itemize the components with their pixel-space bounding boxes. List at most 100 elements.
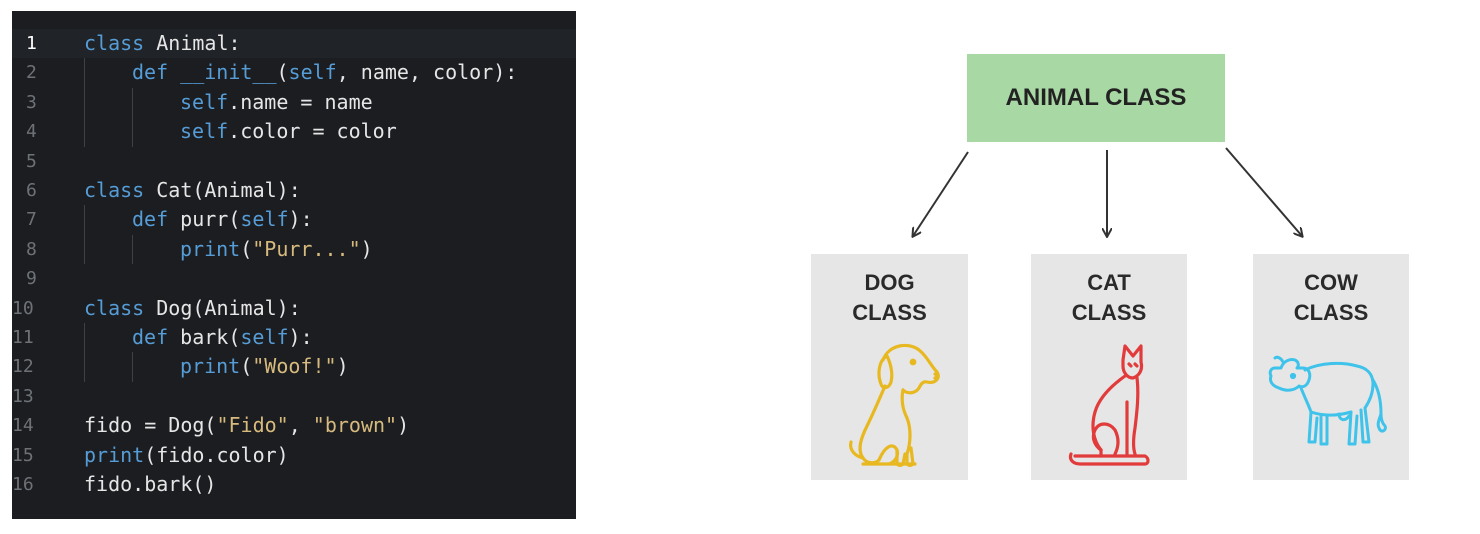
code-line: 8 print("Purr...") [12,234,576,265]
line-number: 12 [12,356,34,378]
indent-guide [132,352,133,382]
keyword-token: self [180,119,229,144]
line-number: 14 [12,415,34,437]
code-line: 15 print(fido.color) [12,441,576,470]
keyword-token: def [132,325,169,349]
code-token: Animal: [144,31,241,55]
indent-guide [84,205,85,235]
code-token: fido.bark() [84,472,217,496]
indent-guide [84,117,85,147]
code-token: Dog(Animal): [144,295,301,320]
dog-class-box: DOG CLASS [811,254,968,480]
keyword-token: print [180,236,241,261]
code-text: def __init__(self, name, color): [132,58,517,87]
keyword-token: self [180,89,229,114]
indent-guide [84,234,85,265]
code-text: class Cat(Animal): [84,176,301,205]
line-number: 8 [26,238,37,260]
cat-class-box: CAT CLASS [1031,254,1187,480]
code-token: Cat(Animal): [144,178,301,202]
indent-guide [132,234,133,265]
keyword-token: self [288,60,337,85]
arrow-to-cow [1225,147,1302,236]
string-token: "Woof!" [252,354,337,379]
code-token: ): [288,325,313,349]
code-token: , name, color): [336,60,518,85]
string-token: "Purr..." [252,236,361,261]
code-token: ( [240,354,253,379]
code-token: bark( [168,325,241,349]
code-line: 9 [12,264,576,293]
keyword-token: class [84,31,145,55]
code-token: .color = color [228,119,397,144]
arrow-to-dog [913,151,969,236]
indent-guide [84,352,85,382]
line-number: 11 [12,327,34,348]
line-number: 15 [12,444,34,466]
indent-guide [84,323,85,353]
code-text: self.color = color [180,117,397,146]
string-token: "brown" [312,413,398,438]
code-text: fido = Dog("Fido", "brown") [84,411,409,440]
cow-icon [1268,355,1387,446]
keyword-token: self [240,325,289,349]
code-text: print("Purr...") [180,235,373,264]
dog-class-label: DOG CLASS [852,270,927,325]
line-number: 9 [26,268,37,290]
code-token: ( [276,60,289,85]
code-line: 7 def purr(self): [12,205,576,235]
animal-class-box: ANIMAL CLASS [967,54,1225,142]
line-number: 6 [26,180,37,201]
line-number: 2 [26,62,37,84]
code-token: purr( [168,207,241,232]
cat-class-label: CAT CLASS [1071,270,1147,325]
code-text: class Dog(Animal): [84,294,301,323]
indent-guide [84,58,85,88]
code-token: (fido.color) [144,442,289,467]
code-text: def purr(self): [132,205,313,234]
code-token: ): [288,207,313,232]
line-number: 5 [26,150,37,172]
line-number: 16 [12,474,34,495]
dog-icon [849,343,940,467]
code-token: ) [397,413,410,438]
code-token: ( [240,236,253,261]
code-line: 5 [12,147,576,176]
animal-class-label: ANIMAL CLASS [1005,84,1187,111]
line-number: 1 [26,33,37,54]
keyword-token: __init__ [180,60,277,85]
code-token: .name = name [228,89,373,114]
code-line: 16 fido.bark() [12,470,576,499]
code-token: ) [360,236,373,261]
code-line: 2 def __init__(self, name, color): [12,58,576,88]
code-token: fido = Dog( [84,413,217,438]
code-line: 1 class Animal: [12,29,576,59]
code-text: print("Woof!") [180,352,349,381]
keyword-token: self [240,207,289,232]
line-number: 7 [26,209,37,231]
keyword-token: def [132,207,169,232]
code-text: def bark(self): [132,323,313,352]
code-text: fido.bark() [84,470,216,499]
cat-icon [1068,344,1150,466]
code-line: 10 class Dog(Animal): [12,294,576,323]
code-token: , [288,413,313,438]
line-number: 10 [12,297,34,319]
code-line: 12 print("Woof!") [12,352,576,382]
code-text: print(fido.color) [84,441,289,470]
indent-guide [132,87,133,118]
code-text: class Animal: [84,29,241,58]
indent-guide [84,87,85,118]
code-text: self.name = name [180,88,373,117]
keyword-token: class [84,295,145,320]
keyword-token: class [84,178,145,202]
keyword-token: def [132,60,169,85]
indent-guide [132,117,133,147]
code-line: 6 class Cat(Animal): [12,176,576,205]
code-token: ) [336,354,349,379]
code-line: 13 [12,382,576,411]
